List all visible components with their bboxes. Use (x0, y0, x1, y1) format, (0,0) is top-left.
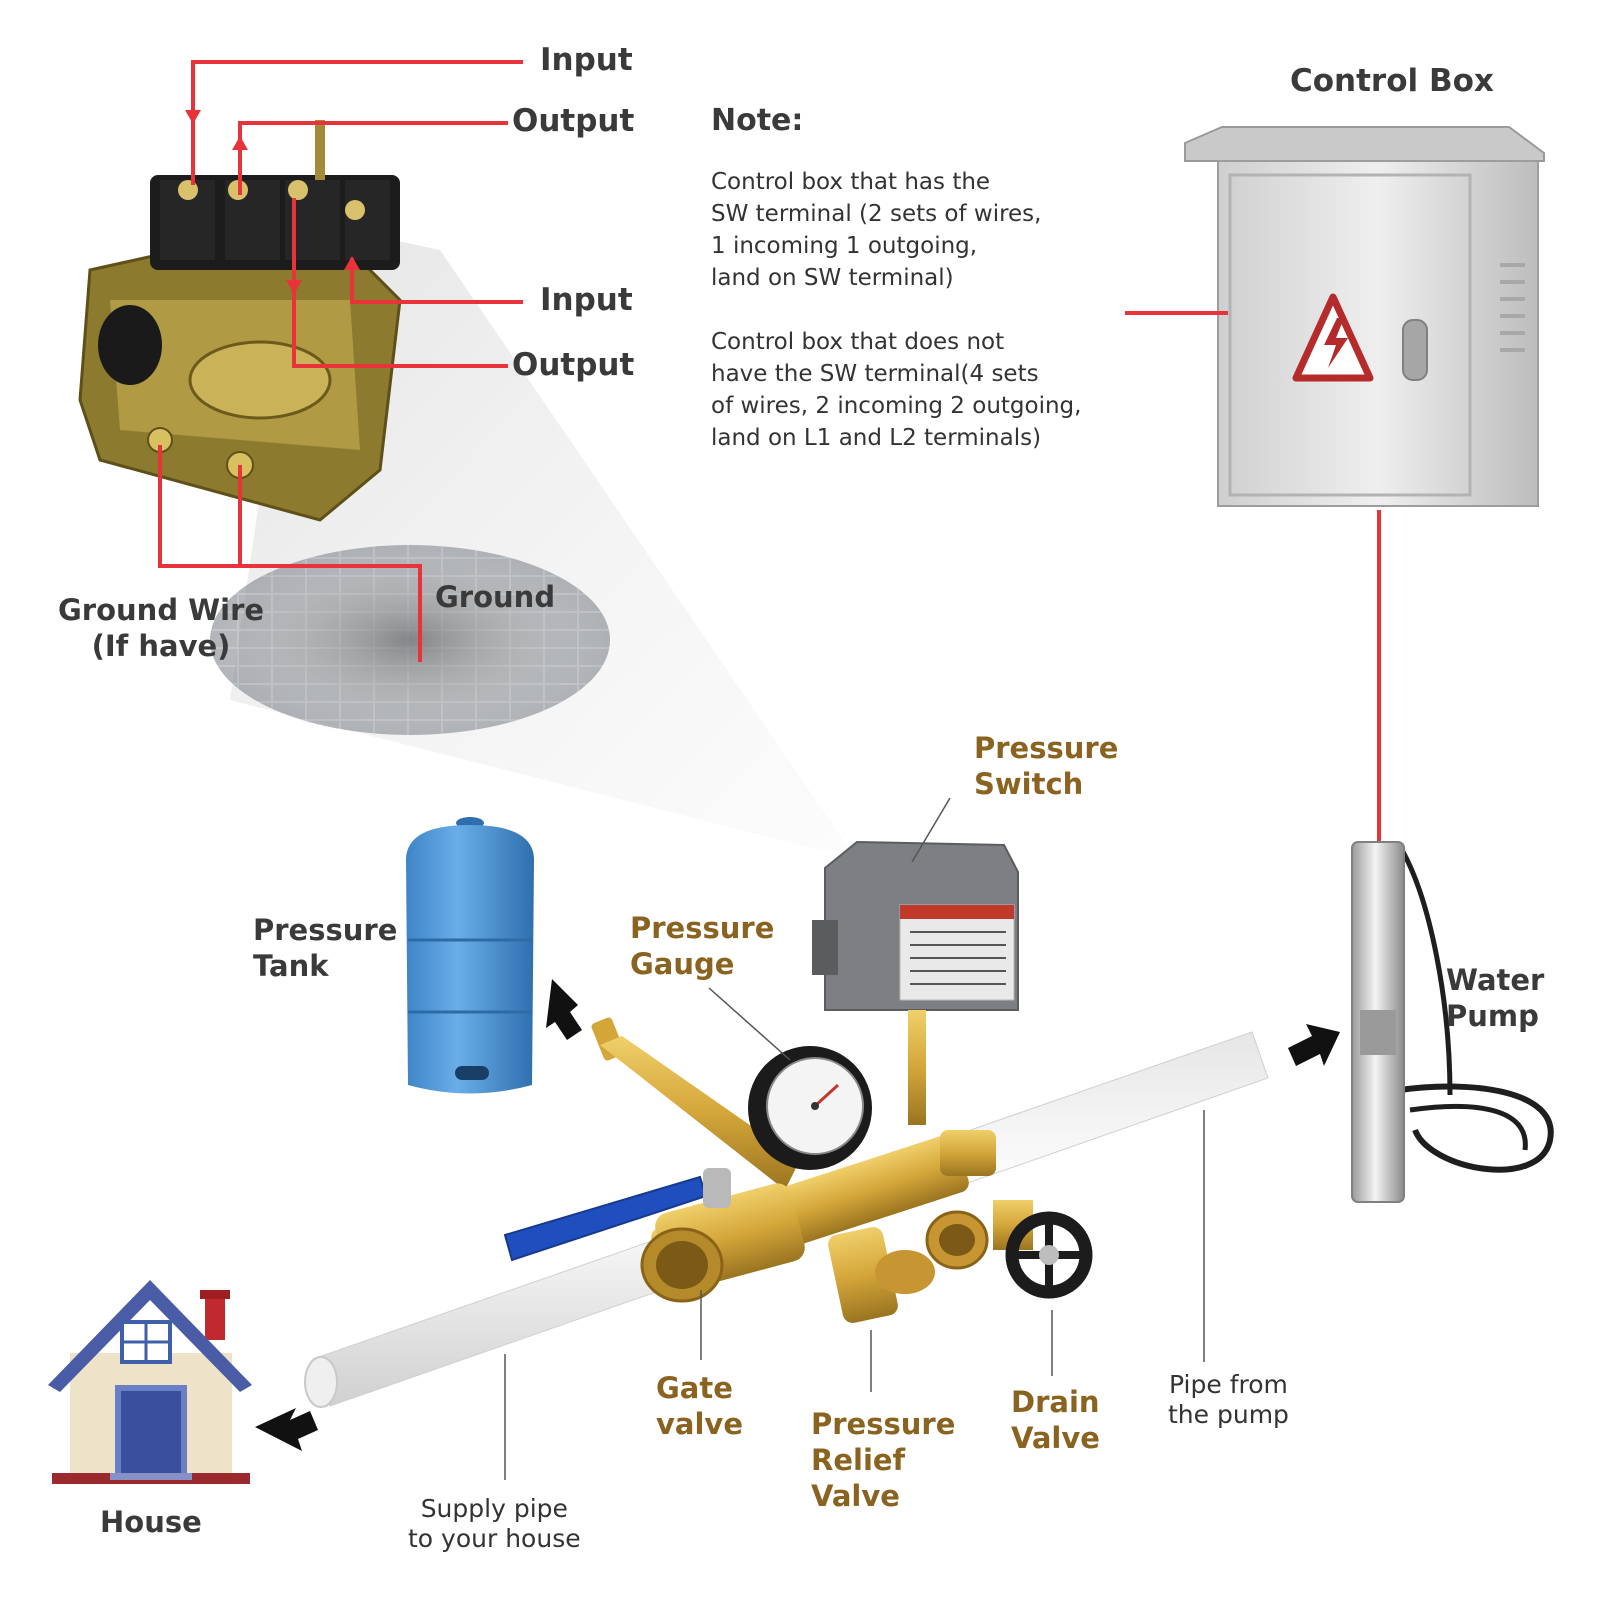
high-voltage-icon (1292, 293, 1374, 382)
top-input-label: Input (540, 42, 633, 78)
ground-label: Ground (435, 580, 556, 614)
note-paragraph-2: Control box that does not have the SW te… (711, 329, 1082, 451)
switch-wiring (158, 60, 523, 662)
arrow-icon (255, 979, 1340, 1451)
gate-valve-label: Gate valve (656, 1371, 743, 1441)
pressure-tank-label: Pressure Tank (253, 913, 398, 983)
pressure-tank-image (406, 817, 534, 1094)
note-heading: Note: (711, 103, 804, 138)
pressure-relief-valve-label: Pressure Relief Valve (811, 1407, 956, 1513)
pressure-gauge-label: Pressure Gauge (630, 911, 775, 981)
pressure-switch-image (812, 840, 1019, 1125)
ground-wire-label: Ground Wire (If have) (58, 593, 265, 663)
callout-lines (504, 797, 1205, 1480)
house-label: House (100, 1505, 202, 1539)
house-icon (48, 1280, 252, 1484)
brass-fittings-image (591, 1017, 1033, 1323)
gauge-icon (748, 1046, 872, 1170)
top-output-label: Output (512, 103, 635, 139)
note-paragraph-1: Control box that has the SW terminal (2 … (711, 169, 1042, 291)
mid-input-label: Input (540, 282, 633, 318)
control-box-image (1184, 126, 1545, 507)
drain-valve-label: Drain Valve (1011, 1385, 1100, 1455)
gate-valve-handle-image (503, 1168, 731, 1262)
water-pump-image (1351, 841, 1554, 1203)
water-pump-label: Water Pump (1446, 963, 1545, 1033)
pipe-from-pump-label: Pipe from the pump (1168, 1370, 1289, 1429)
mid-output-label: Output (512, 347, 635, 383)
supply-pipe-label: Supply pipe to your house (408, 1494, 581, 1553)
control-box-wires (1125, 311, 1381, 845)
wire-arrow-icon (185, 110, 360, 294)
ground-floor-image (200, 535, 620, 745)
pressure-switch-label: Pressure Switch (974, 731, 1119, 801)
control-box-label: Control Box (1290, 63, 1494, 99)
drain-valve-handle-image (1005, 1211, 1093, 1299)
